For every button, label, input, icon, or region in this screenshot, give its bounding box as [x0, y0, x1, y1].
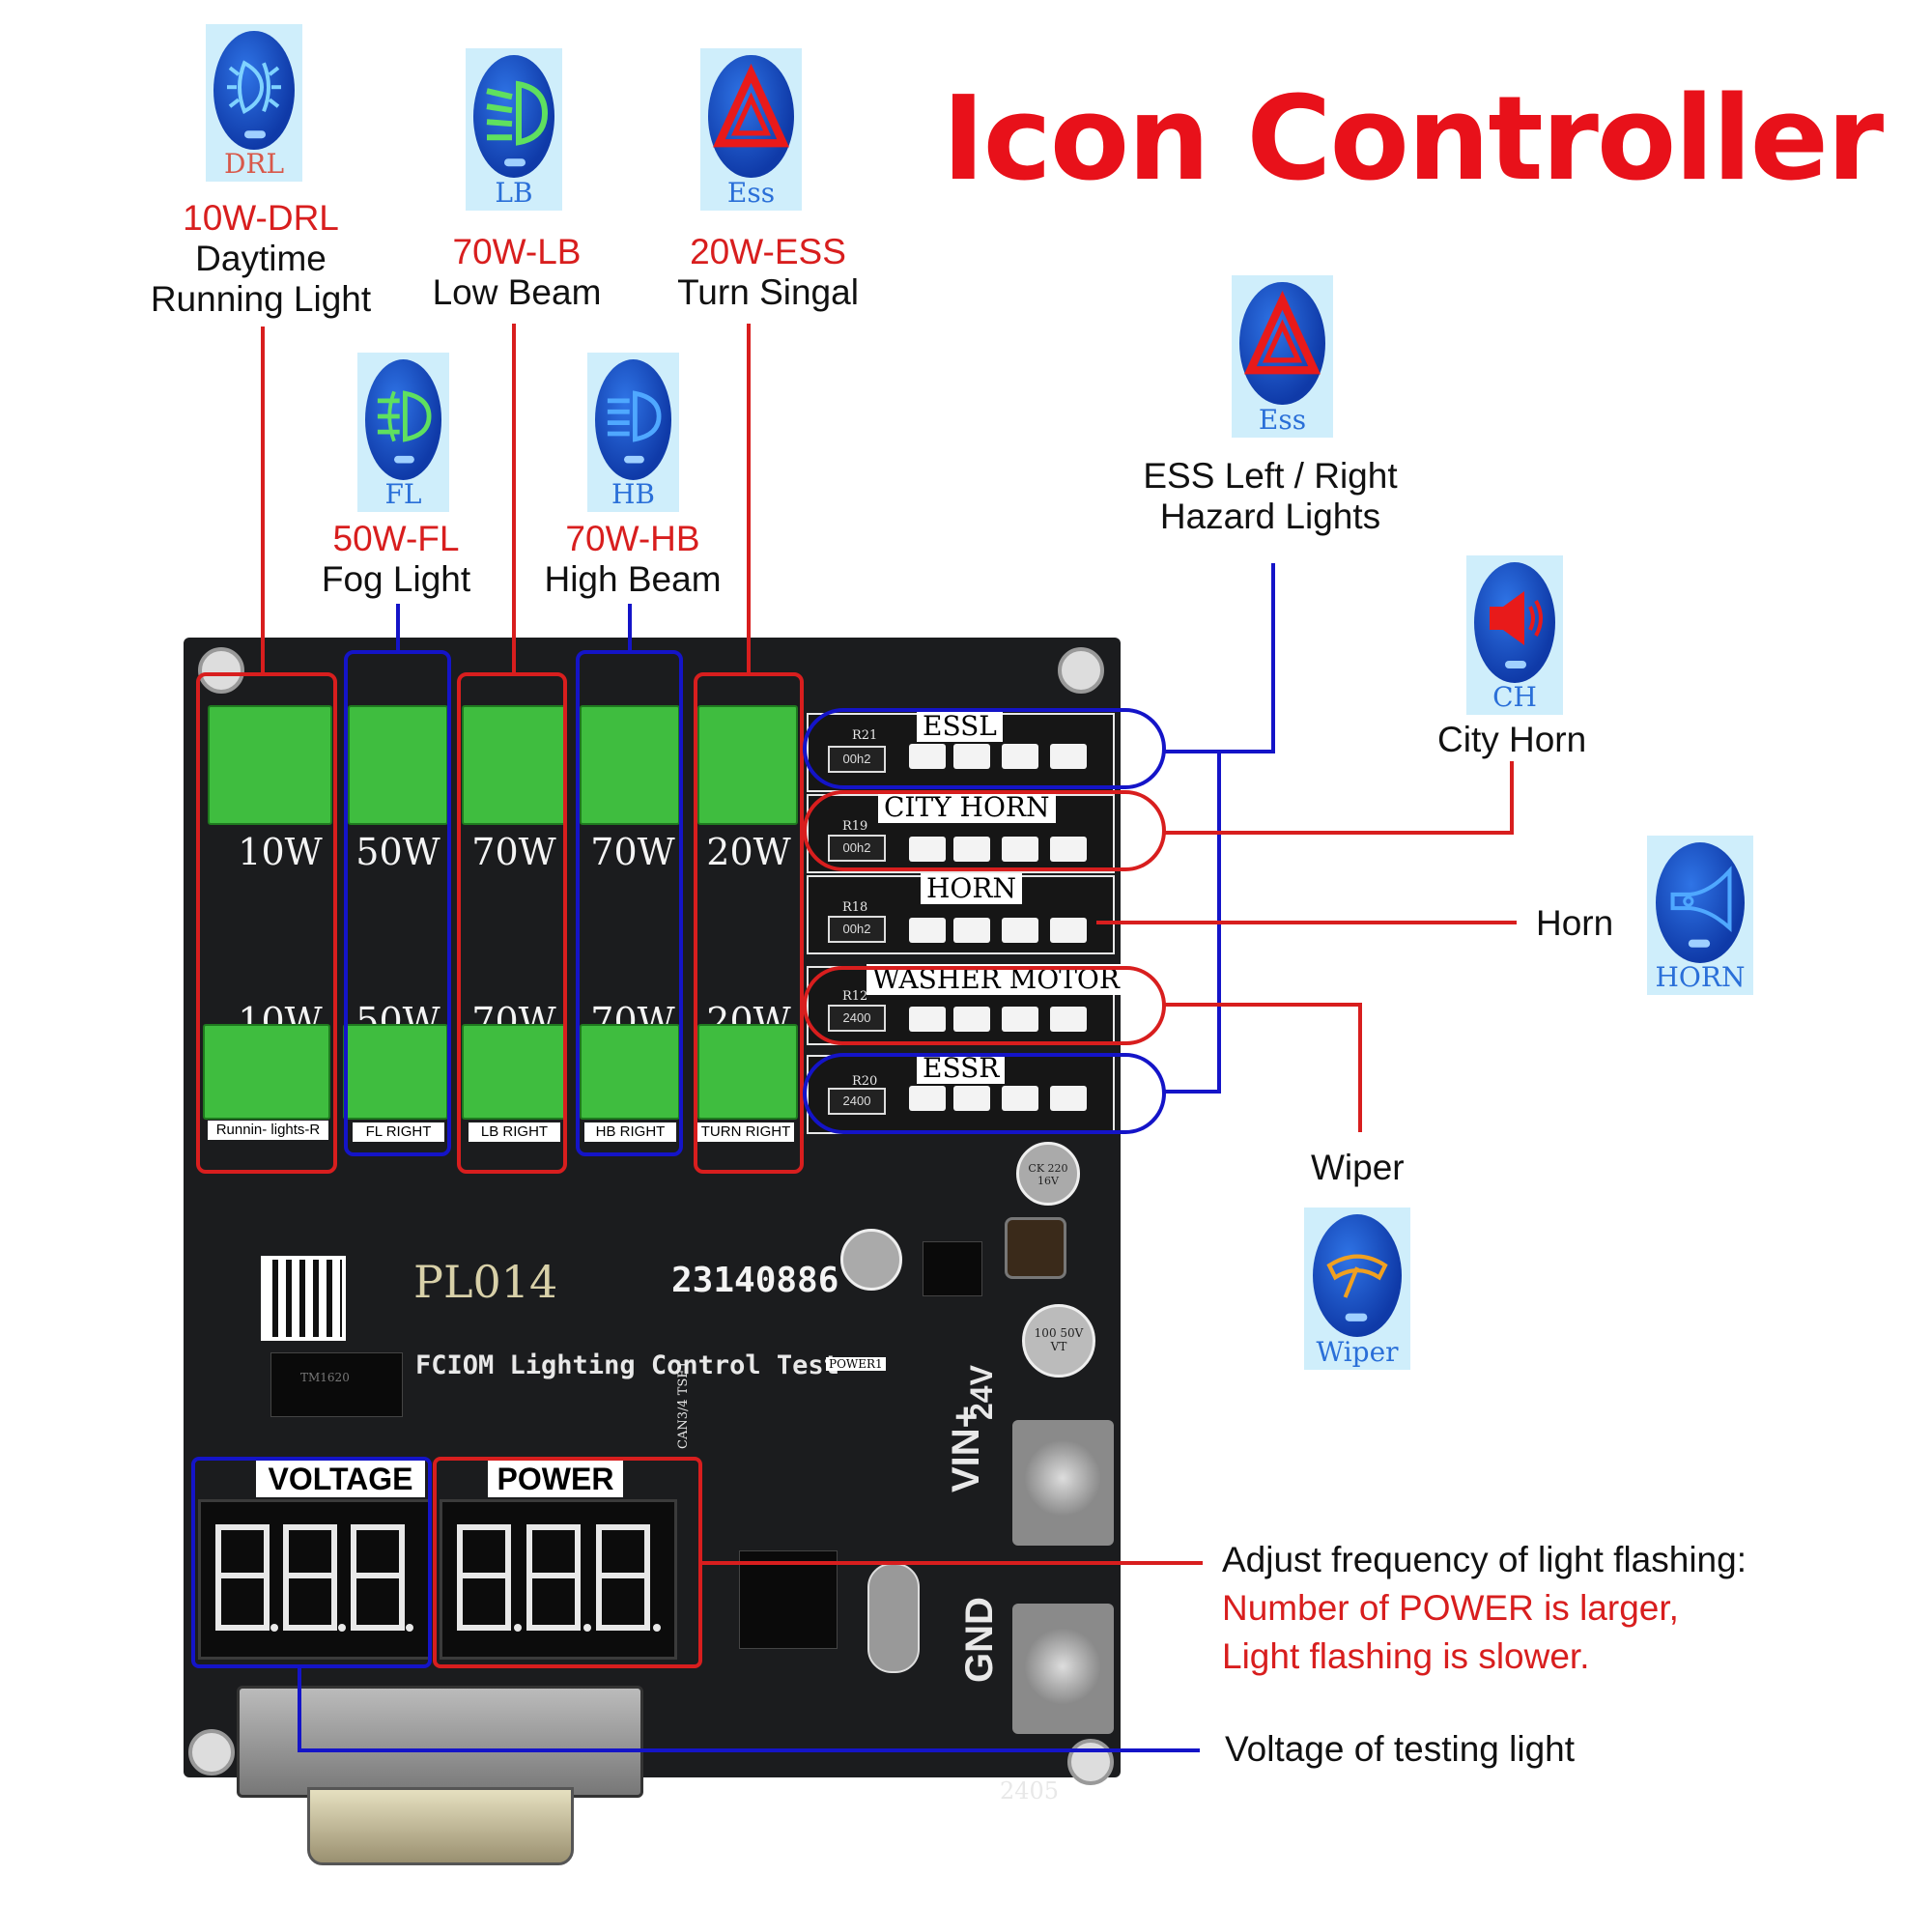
model-text: PL014 — [413, 1256, 558, 1308]
qr-code — [261, 1256, 346, 1341]
led — [1002, 744, 1038, 769]
mount-hole — [1067, 1739, 1114, 1785]
watt-label: 20W — [706, 831, 791, 873]
led — [953, 1086, 990, 1111]
voltage-display — [198, 1499, 431, 1660]
voltage-note: Voltage of testing light — [1225, 1729, 1576, 1769]
watt-label: 70W — [590, 831, 675, 873]
city-horn-icon: CH — [1466, 555, 1563, 715]
terminal-block[interactable] — [697, 1024, 798, 1120]
terminal-block[interactable] — [462, 705, 567, 825]
power-digits — [457, 1524, 661, 1632]
mount-hole — [1058, 647, 1104, 694]
horn-label: Horn — [1536, 903, 1614, 943]
capacitor: CK 220 16V — [1016, 1142, 1080, 1206]
led-strip-city-horn: CITY HORN R19 00h2 — [807, 792, 1115, 873]
capacitor — [840, 1229, 902, 1291]
led — [909, 837, 946, 862]
wiper-label: Wiper — [1311, 1148, 1405, 1187]
led — [1002, 918, 1038, 943]
terminal-block[interactable] — [203, 1024, 330, 1120]
power-label: POWER — [488, 1461, 623, 1497]
output-label: TURN RIGHT — [697, 1122, 794, 1142]
led — [909, 744, 946, 769]
horn-icon: HORN — [1647, 836, 1753, 995]
led — [1050, 1007, 1087, 1032]
wiper-icon: Wiper — [1304, 1208, 1410, 1370]
board-code: 2405 — [1000, 1777, 1060, 1804]
resistor: 00h2 — [828, 835, 886, 862]
led — [1050, 744, 1087, 769]
led-strip-horn: HORN R18 00h2 — [807, 873, 1115, 954]
resistor: 00h2 — [828, 746, 886, 773]
mount-hole — [188, 1729, 235, 1776]
watt-label: 10W — [238, 831, 323, 873]
resistor: 2400 — [828, 1005, 886, 1032]
output-label: HB RIGHT — [584, 1122, 676, 1142]
board-subtitle: FCIOM Lighting Control Test — [415, 1350, 839, 1380]
db15-housing — [307, 1787, 574, 1865]
terminal-block[interactable] — [697, 705, 798, 825]
led-strip-essl: ESSL R21 00h2 — [807, 711, 1115, 792]
drl-label: 10W-DRL Daytime Running Light — [150, 198, 372, 319]
hazard-right-icon: Ess — [1232, 275, 1333, 438]
terminal-block[interactable] — [208, 705, 332, 825]
resistor: 2400 — [828, 1088, 886, 1115]
watt-label: 70W — [471, 831, 556, 873]
drl-icon: DRL — [206, 24, 302, 182]
adjust-frequency-note: Adjust frequency of light flashing: Numb… — [1222, 1540, 1747, 1676]
led — [909, 1007, 946, 1032]
fog-light-icon: FL — [357, 353, 449, 512]
fog-light-label: 50W-FL Fog Light — [321, 519, 471, 599]
led — [909, 918, 946, 943]
watt-label: 50W — [355, 831, 440, 873]
serial-number: 23140886 — [671, 1261, 839, 1300]
city-horn-label: City Horn — [1437, 720, 1587, 759]
led-strip-essr: ESSR R20 2400 — [807, 1053, 1115, 1134]
mount-hole — [198, 647, 244, 694]
terminal-block[interactable] — [580, 705, 680, 825]
led — [909, 1086, 946, 1111]
regulator-chip — [923, 1241, 982, 1296]
mcu-chip — [739, 1550, 838, 1649]
gnd-screw-terminal[interactable] — [1012, 1604, 1114, 1734]
voltage-digits — [215, 1524, 413, 1632]
led — [1050, 918, 1087, 943]
led — [1050, 837, 1087, 862]
terminal-block[interactable] — [462, 1024, 567, 1120]
resistor: 00h2 — [828, 916, 886, 943]
led — [1002, 837, 1038, 862]
capacitor: 100 50V VT — [1022, 1304, 1095, 1378]
turn-signal-label: 20W-ESS Turn Singal — [677, 232, 859, 312]
hazard-icon: Ess — [700, 48, 802, 211]
power1-label: POWER1 — [826, 1357, 886, 1371]
led — [1002, 1007, 1038, 1032]
low-beam-icon: LB — [466, 48, 562, 211]
led — [1002, 1086, 1038, 1111]
high-beam-icon: HB — [587, 353, 679, 512]
led — [953, 1007, 990, 1032]
led — [953, 744, 990, 769]
output-label: LB RIGHT — [469, 1122, 560, 1142]
vin-screw-terminal[interactable] — [1012, 1420, 1114, 1546]
output-label: FL RIGHT — [353, 1122, 444, 1142]
led — [1050, 1086, 1087, 1111]
power-display — [440, 1499, 677, 1660]
output-label: Runnin- lights-R — [208, 1121, 328, 1140]
inductor — [1005, 1217, 1066, 1279]
high-beam-label: 70W-HB High Beam — [544, 519, 722, 599]
driver-chip: TM1620 — [270, 1352, 403, 1417]
voltage-label: VOLTAGE — [256, 1461, 425, 1497]
led — [953, 837, 990, 862]
low-beam-label: 70W-LB Low Beam — [432, 232, 602, 312]
led — [953, 918, 990, 943]
hazard-label: ESS Left / Right Hazard Lights — [1143, 456, 1398, 536]
page-title: Icon Controller — [942, 72, 1884, 207]
